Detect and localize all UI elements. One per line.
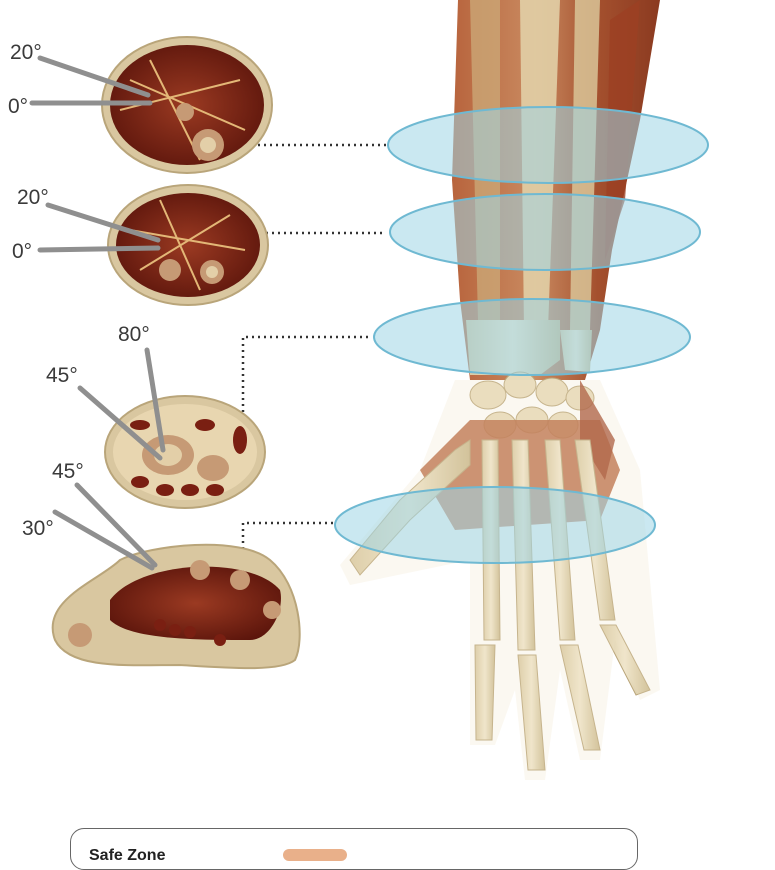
legend-title: Safe Zone	[89, 847, 165, 865]
angle-label-s4-b: 30°	[22, 518, 54, 539]
cross-section-wrist	[105, 396, 265, 508]
cross-section-mid-forearm	[108, 185, 268, 305]
plane-3	[374, 299, 690, 375]
legend-box: Safe Zone	[70, 828, 638, 870]
angle-label-s3-a: 80°	[118, 324, 150, 345]
angle-label-s3-b: 45°	[46, 365, 78, 386]
plane-2	[390, 194, 700, 270]
leader-lines	[243, 145, 390, 555]
safe-zone-swatch	[283, 849, 347, 861]
angle-label-s2-b: 0°	[12, 241, 32, 262]
angle-label-s2-a: 20°	[17, 187, 49, 208]
angle-label-s1-a: 20°	[10, 42, 42, 63]
cross-section-hand	[53, 545, 300, 668]
angle-label-s4-a: 45°	[52, 461, 84, 482]
angle-label-s1-b: 0°	[8, 96, 28, 117]
plane-4	[335, 487, 655, 563]
plane-1	[388, 107, 708, 183]
cross-section-planes	[335, 107, 708, 563]
